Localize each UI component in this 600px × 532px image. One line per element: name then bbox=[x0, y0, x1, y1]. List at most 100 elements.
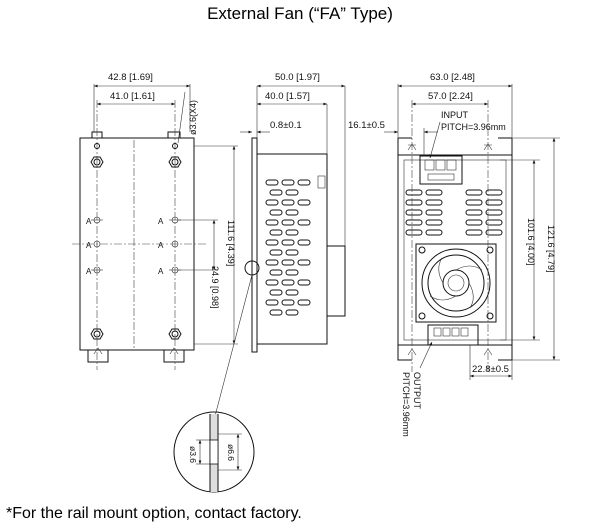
dim-mount-hole: ø3.6(X4) bbox=[188, 100, 198, 135]
vent-slot bbox=[285, 289, 299, 296]
rear-vent-slot bbox=[405, 209, 423, 216]
datum-label-5: A bbox=[158, 241, 164, 250]
dim-front-height: 111.6 [4.39] bbox=[226, 220, 236, 266]
vent-slot bbox=[297, 259, 311, 266]
datum-label-1: A bbox=[86, 217, 92, 226]
vent-slot bbox=[281, 199, 295, 206]
vent-slot bbox=[297, 239, 311, 246]
side-view: 50.0 [1.97] 40.0 [1.57] 0.8±0.1 bbox=[213, 72, 346, 421]
vent-slot bbox=[297, 219, 311, 226]
vent-slot bbox=[285, 309, 299, 316]
datum-label-2: A bbox=[86, 241, 92, 250]
dim-front-hole-spacing: 41.0 [1.61] bbox=[110, 91, 155, 102]
dim-plate-thickness: 0.8±0.1 bbox=[270, 120, 302, 131]
vent-slot bbox=[265, 259, 279, 266]
vent-slot bbox=[297, 179, 311, 186]
rear-vent-slot bbox=[405, 219, 423, 226]
dim-rear-hole-spacing: 57.0 [2.24] bbox=[428, 91, 473, 102]
vent-slot bbox=[285, 189, 299, 196]
rear-vent-slot bbox=[465, 229, 483, 236]
side-plate bbox=[251, 137, 258, 353]
vent-slot bbox=[269, 189, 283, 196]
dim-rear-width: 63.0 [2.48] bbox=[430, 72, 475, 83]
rear-vent-slot bbox=[465, 209, 483, 216]
diagram-title: External Fan (“FA” Type) bbox=[207, 4, 393, 23]
vent-slot bbox=[285, 269, 299, 276]
mount-hole-bl bbox=[90, 328, 104, 340]
datum-label-6: A bbox=[158, 267, 164, 276]
output-connector bbox=[427, 324, 479, 346]
vent-slot bbox=[269, 309, 283, 316]
rear-vent-slot bbox=[425, 199, 443, 206]
vent-slot bbox=[297, 299, 311, 306]
vent-slot bbox=[285, 229, 299, 236]
rear-vent-slot bbox=[485, 219, 503, 226]
rear-vent-slot bbox=[425, 209, 443, 216]
rear-vent-slot bbox=[465, 219, 483, 226]
vent-slots bbox=[265, 179, 311, 316]
vent-slot bbox=[297, 199, 311, 206]
mount-hole-tl bbox=[90, 156, 104, 168]
vent-slot bbox=[269, 249, 283, 256]
output-label: OUTPUT bbox=[412, 372, 422, 410]
mount-hole-br bbox=[168, 328, 182, 340]
input-pitch: PITCH=3.96mm bbox=[441, 122, 506, 132]
vent-slot bbox=[269, 229, 283, 236]
dim-output-offset: 22.8±0.5 bbox=[472, 364, 509, 375]
vent-slot bbox=[265, 179, 279, 186]
dim-side-depth-inner: 40.0 [1.57] bbox=[265, 91, 310, 102]
dim-rear-inner-height: 101.6 [4.00] bbox=[526, 218, 536, 266]
vent-slot bbox=[265, 239, 279, 246]
rear-vent-slot bbox=[485, 199, 503, 206]
vent-slot bbox=[269, 269, 283, 276]
fan bbox=[415, 243, 497, 323]
dim-hole-vertical: 24.9 [0.98] bbox=[210, 266, 220, 309]
input-connector bbox=[419, 155, 463, 185]
datum-label-4: A bbox=[158, 217, 164, 226]
mount-hole-tr bbox=[168, 156, 182, 168]
detail-view: ø3.6 ø6.6 bbox=[173, 411, 255, 493]
vent-slot bbox=[281, 179, 295, 186]
vent-slot bbox=[265, 219, 279, 226]
rear-vent-slot bbox=[485, 209, 503, 216]
rear-vent-slots bbox=[405, 189, 503, 236]
rear-vent-slot bbox=[405, 229, 423, 236]
vent-slot bbox=[269, 289, 283, 296]
vent-slot bbox=[281, 299, 295, 306]
rear-vent-slot bbox=[405, 189, 423, 196]
rear-vent-slot bbox=[485, 189, 503, 196]
rear-view: 63.0 [2.48] 57.0 [2.24] 16.1±0.5 INPUT P… bbox=[348, 72, 560, 437]
vent-slot bbox=[285, 209, 299, 216]
rear-vent-slot bbox=[425, 219, 443, 226]
datum-label-3: A bbox=[86, 267, 92, 276]
rear-vent-slot bbox=[425, 189, 443, 196]
dim-side-depth: 50.0 [1.97] bbox=[275, 72, 320, 83]
footnote: *For the rail mount option, contact fact… bbox=[6, 505, 302, 522]
rear-vent-slot bbox=[465, 199, 483, 206]
vent-slot bbox=[281, 219, 295, 226]
dim-rear-height: 121.6 [4.79] bbox=[546, 225, 556, 273]
rear-vent-slot bbox=[425, 229, 443, 236]
dim-detail-large: ø6.6 bbox=[226, 444, 236, 461]
vent-slot bbox=[297, 279, 311, 286]
rear-vent-slot bbox=[485, 229, 503, 236]
vent-slot bbox=[285, 249, 299, 256]
vent-slot bbox=[281, 259, 295, 266]
vent-slot bbox=[265, 299, 279, 306]
vent-slot bbox=[265, 199, 279, 206]
vent-slot bbox=[265, 279, 279, 286]
vent-slot bbox=[281, 279, 295, 286]
rear-vent-slot bbox=[405, 199, 423, 206]
output-pitch: PITCH=3.96mm bbox=[401, 372, 411, 437]
vent-slot bbox=[281, 239, 295, 246]
datum-marks bbox=[91, 216, 181, 274]
dim-input-offset: 16.1±0.5 bbox=[348, 120, 385, 131]
rear-vent-slot bbox=[465, 189, 483, 196]
dim-detail-small: ø3.6 bbox=[188, 446, 198, 463]
dim-front-width: 42.8 [1.69] bbox=[108, 72, 153, 83]
front-view: A A A A A A 42.8 [1.69] 41.0 [1.61] ø3.6… bbox=[72, 72, 238, 370]
vent-slot bbox=[269, 209, 283, 216]
input-label: INPUT bbox=[441, 110, 469, 120]
side-fan bbox=[326, 245, 346, 317]
